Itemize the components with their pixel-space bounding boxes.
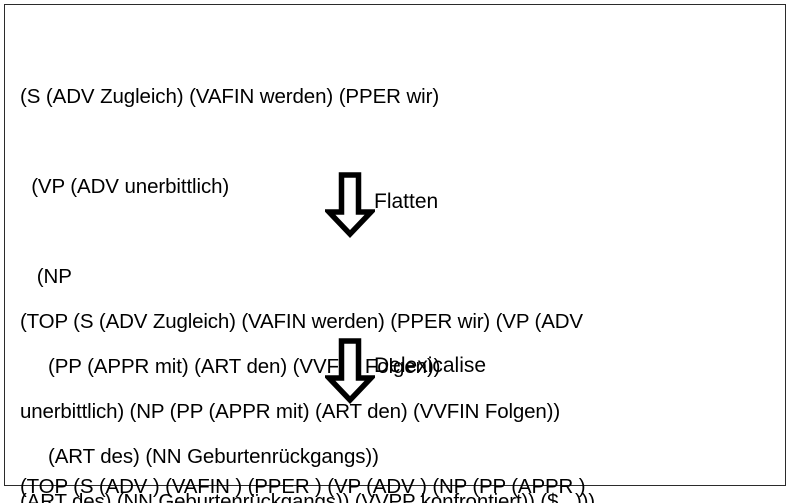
flatten-arrow xyxy=(325,172,375,238)
down-arrow-icon xyxy=(325,172,375,238)
tree-line: (NP xyxy=(20,265,72,288)
down-arrow-icon xyxy=(325,338,375,404)
tree-line: (S (ADV Zugleich) (VAFIN werden) (PPER w… xyxy=(20,85,440,108)
tree-line: (TOP (S (ADV ) (VAFIN ) (PPER ) (VP (ADV… xyxy=(20,475,586,498)
tree-line: (ART des) (NN Geburtenrückgangs)) (VVPP … xyxy=(20,490,595,503)
figure-border xyxy=(4,4,786,486)
delexicalise-arrow xyxy=(325,338,375,404)
delexicalise-arrow-label: Delexicalise xyxy=(374,354,487,377)
tree-line: (VP (ADV unerbittlich) xyxy=(20,175,230,198)
flattened-parse-tree-block: (TOP (S (ADV Zugleich) (VAFIN werden) (P… xyxy=(20,247,595,503)
tree-line: unerbittlich) (NP (PP (APPR mit) (ART de… xyxy=(20,400,561,423)
delexicalised-parse-tree-block: (TOP (S (ADV ) (VAFIN ) (PPER ) (VP (ADV… xyxy=(20,412,586,503)
tree-line: (TOP (S (ADV Zugleich) (VAFIN werden) (P… xyxy=(20,310,583,333)
flatten-arrow-label: Flatten xyxy=(374,190,439,213)
tree-line: (ART des) (NN Geburtenrückgangs)) xyxy=(20,445,379,468)
